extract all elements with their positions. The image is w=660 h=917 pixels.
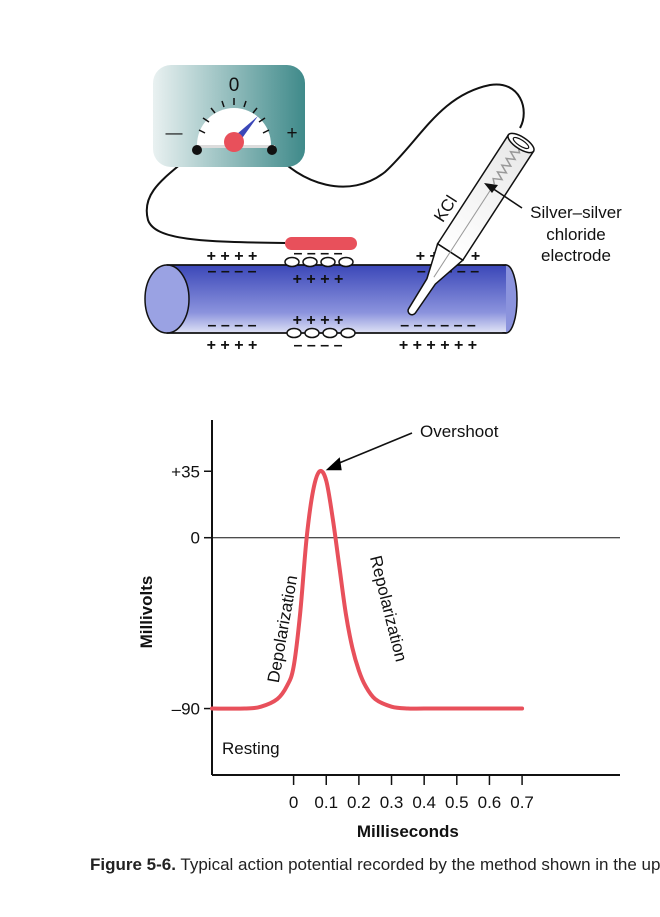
action-potential-chart: Milliseconds Millivolts –90 0 +35 0 0.1 0.2 0.3… — [137, 420, 620, 841]
electrode-name-line-1: Silver–silver — [530, 203, 622, 222]
x-tick-label: 0 — [289, 793, 298, 812]
electrode-name-line-2: chloride — [546, 225, 606, 244]
y-tick-label: +35 — [171, 462, 200, 481]
charge-upper-outer-mid: – – – – — [294, 245, 343, 262]
figure-caption: Figure 5-6. Typical action potential rec… — [90, 853, 660, 876]
action-potential-figure: 0 — + — [137, 65, 622, 841]
x-tick-label: 0.7 — [510, 793, 534, 812]
meter-needle-hub — [224, 132, 244, 152]
electrode-callout-arrowhead — [484, 183, 498, 193]
repolarization-label: Repolarization — [366, 554, 411, 664]
charge-upper-inner-left: – – – – — [208, 263, 257, 280]
y-axis-label: Millivolts — [137, 576, 156, 649]
left-wire — [145, 149, 286, 244]
electrode-tip — [407, 242, 465, 316]
meter-scale — [198, 98, 270, 134]
x-tick-label: 0.4 — [412, 793, 436, 812]
meter-minus-label: — — [166, 123, 183, 142]
chart-series — [210, 468, 525, 711]
meter-plus-label: + — [286, 123, 297, 144]
x-tick-label: 0.3 — [380, 793, 404, 812]
right-wire — [271, 83, 525, 188]
chart-axes: Milliseconds Millivolts — [137, 420, 620, 841]
meter-terminal-right — [267, 145, 277, 155]
silver-wire-coil — [492, 147, 521, 185]
caption-text: Typical action potential recorded by the… — [180, 855, 660, 874]
fiber-body — [166, 264, 507, 334]
depolarization-label: Depolarization — [264, 574, 302, 684]
charge-lower-inner-right: – – – – – – — [400, 317, 476, 334]
x-tick-label: 0.2 — [347, 793, 371, 812]
overshoot-arrow-line — [333, 432, 413, 466]
electrode — [407, 132, 535, 316]
voltmeter: 0 — + — [153, 65, 305, 167]
electrode-callout-line — [491, 187, 523, 209]
overshoot-label: Overshoot — [420, 422, 499, 441]
x-axis-label: Milliseconds — [357, 822, 459, 841]
y-tick-label: –90 — [172, 700, 200, 719]
stimulus-bar — [285, 237, 357, 250]
chart-ticks: –90 0 +35 0 0.1 0.2 0.3 0.4 0.5 0.6 0.7 — [171, 462, 534, 812]
apparatus: 0 — + — [144, 65, 622, 354]
x-tick-label: 0.1 — [314, 793, 338, 812]
membrane-channels-top — [284, 256, 354, 268]
y-tick-label: 0 — [191, 529, 200, 548]
charge-lower-outer-left: + + + + — [207, 337, 258, 354]
charge-lower-outer-mid: – – – – — [294, 337, 343, 354]
electrode-name-line-3: electrode — [541, 246, 611, 265]
charge-upper-outer-left: + + + + — [207, 248, 258, 265]
membrane-channels-bottom — [286, 327, 356, 339]
meter-terminal-left — [192, 145, 202, 155]
x-tick-label: 0.6 — [478, 793, 502, 812]
charge-lower-inner-left: – – – – — [208, 317, 257, 334]
nerve-fiber — [144, 264, 518, 334]
meter-dial — [197, 108, 271, 145]
action-potential-curve — [210, 468, 525, 711]
charge-upper-inner-mid: + + + + — [293, 271, 344, 288]
meter-zero-label: 0 — [229, 75, 240, 96]
charge-lower-outer-right: + + + + + + — [399, 337, 477, 354]
caption-figure-number: Figure 5-6. — [90, 855, 176, 874]
resting-label: Resting — [222, 739, 280, 758]
overshoot-arrowhead — [325, 457, 342, 471]
fiber-left-end — [144, 264, 190, 334]
charge-lower-inner-mid: + + + + — [293, 312, 344, 329]
x-tick-label: 0.5 — [445, 793, 469, 812]
